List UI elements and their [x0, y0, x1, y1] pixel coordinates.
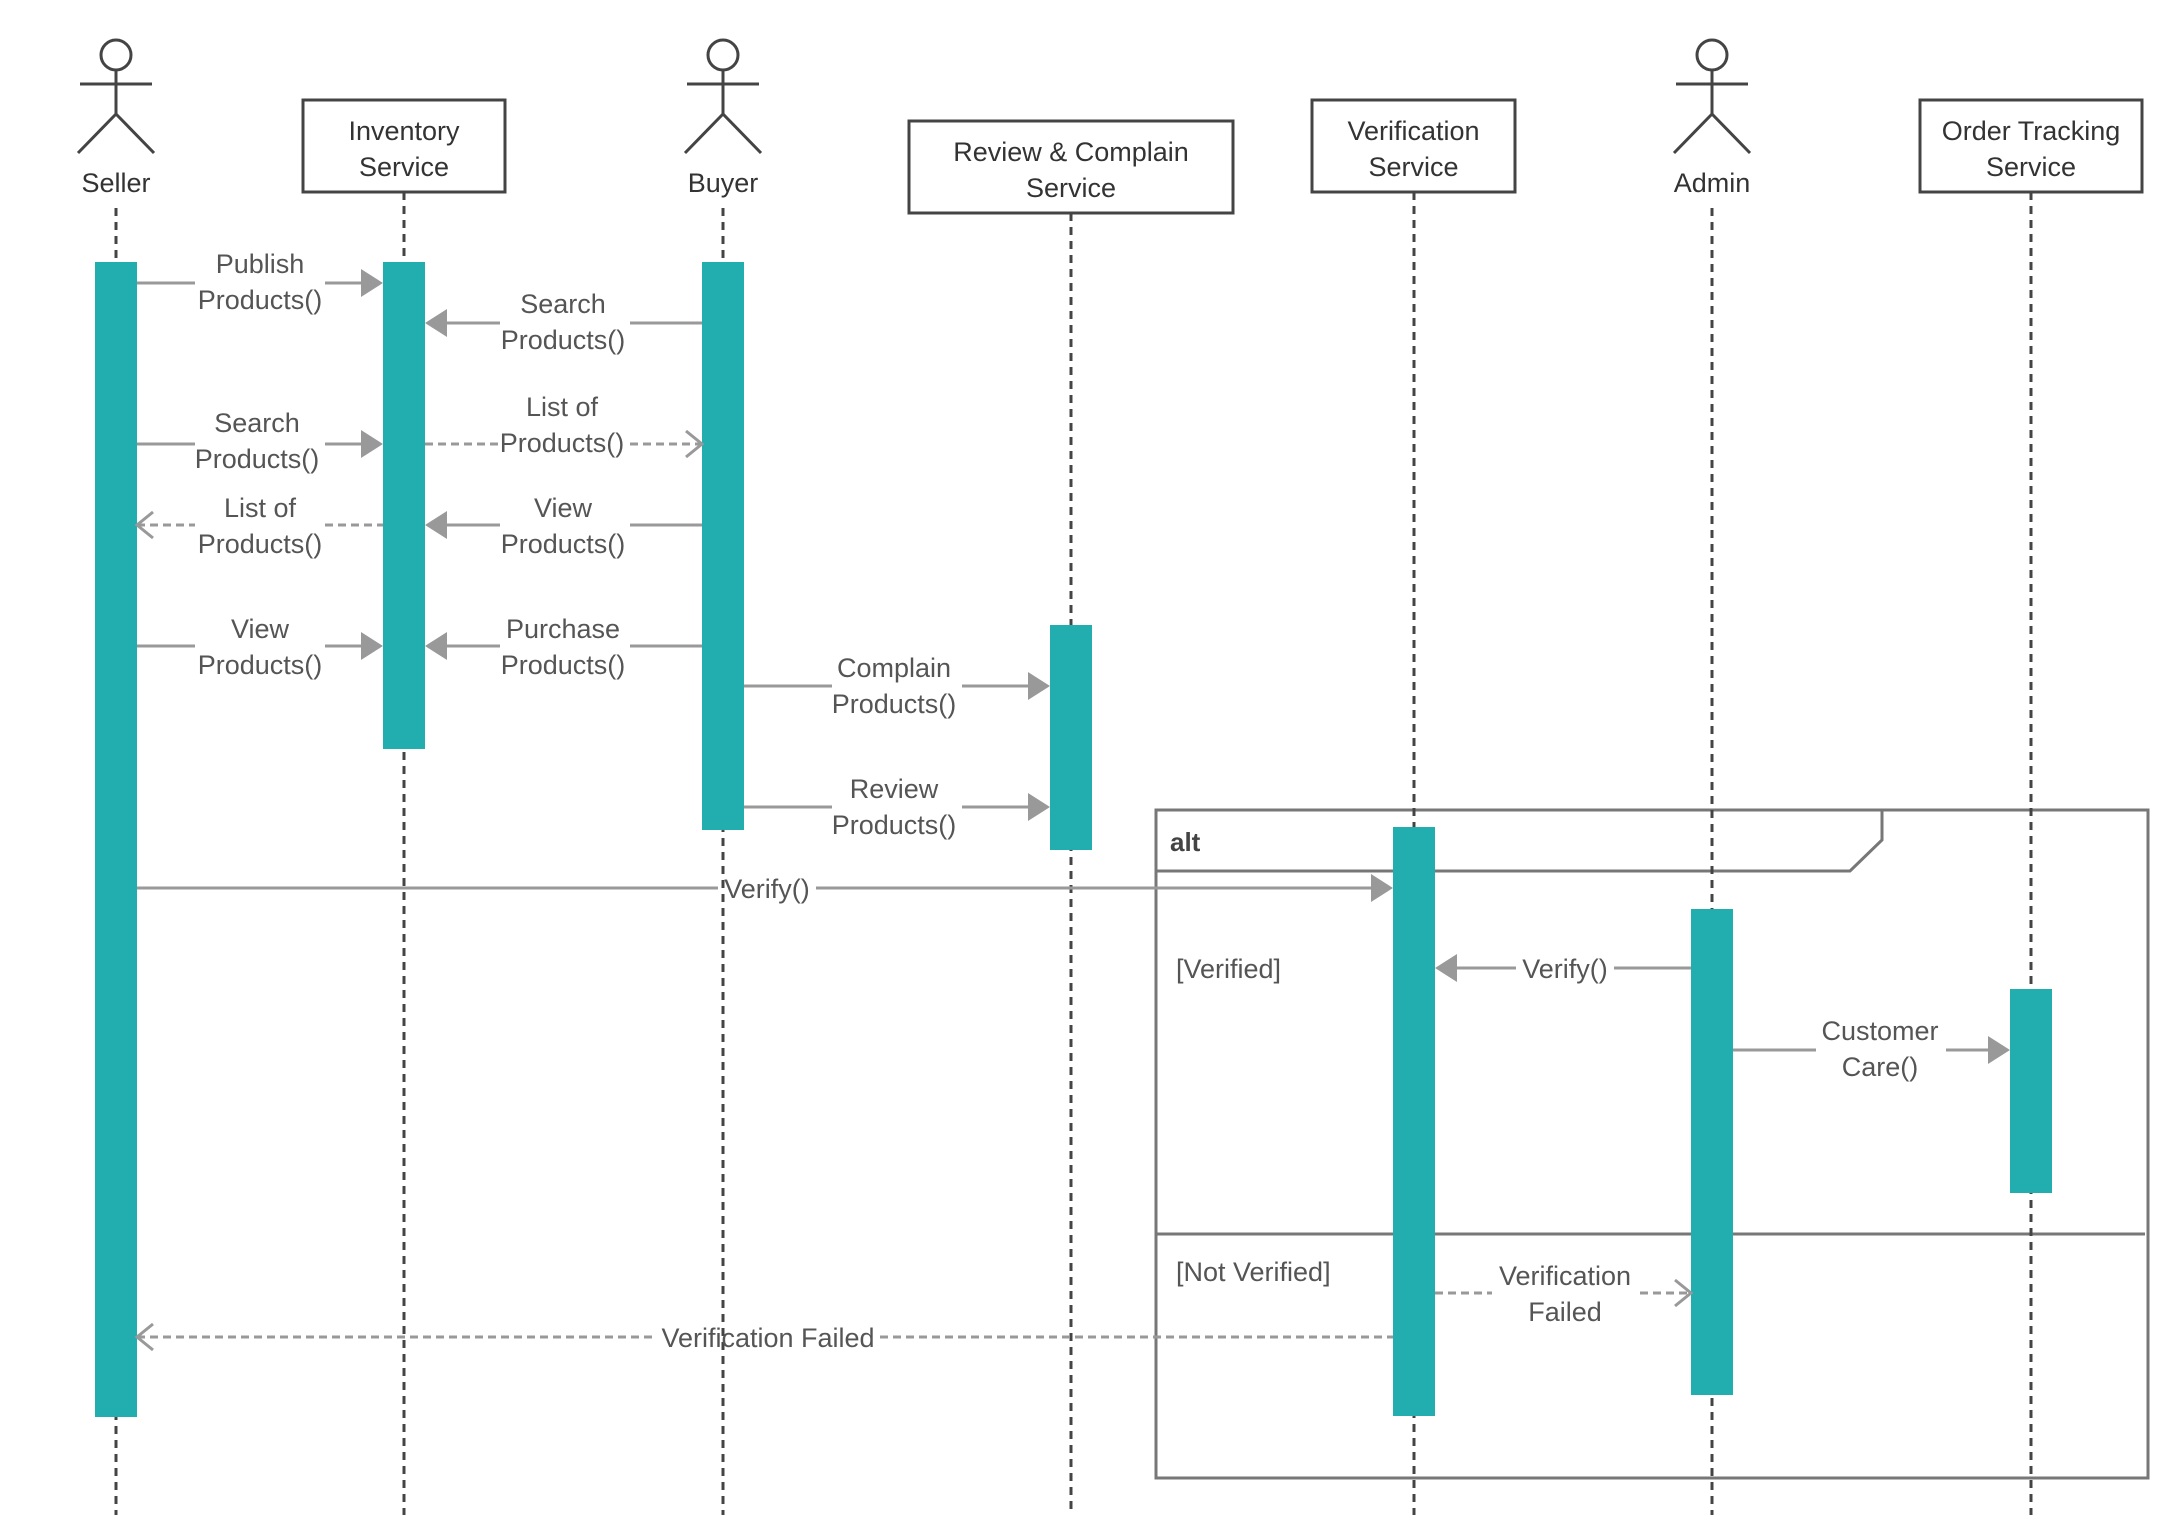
participant-box	[301, 98, 507, 194]
guard-verified: [Verified]	[1176, 954, 1281, 984]
participant-label: Service	[1986, 152, 2076, 182]
fragment-tab	[1156, 810, 1884, 873]
participant-box	[1918, 98, 2144, 194]
messages: PublishProducts()SearchProducts()SearchP…	[134, 249, 2010, 1353]
message-label: Purchase	[506, 614, 620, 644]
message-label: Search	[520, 289, 606, 319]
message-label: Review	[850, 774, 939, 804]
activation-bar-tracking	[2010, 989, 2052, 1193]
activation-bar-seller	[95, 262, 137, 1417]
message-verification-failed: Verification Failed	[134, 1322, 1393, 1353]
message-label: Products()	[198, 285, 323, 315]
message-list-of-products: List of Products()	[425, 392, 705, 459]
activation-bars	[95, 262, 2052, 1417]
filled-arrowhead	[1028, 793, 1050, 821]
participant-label: Order Tracking	[1942, 116, 2121, 146]
message-label: List of	[224, 493, 297, 523]
fragment-operator: alt	[1170, 827, 1201, 857]
filled-arrowhead	[361, 269, 383, 297]
participant-label: Service	[1368, 152, 1458, 182]
participant-label: Inventory	[348, 116, 460, 146]
message-label: Products()	[832, 689, 957, 719]
participant-label: Admin	[1674, 168, 1751, 198]
message-label: Failed	[1528, 1297, 1602, 1327]
message-label: Products()	[198, 529, 323, 559]
alt-fragment: alt [Verified] [Not Verified]	[1154, 808, 2150, 1480]
participant-admin: Admin	[1672, 38, 1752, 198]
participant-label: Buyer	[688, 168, 759, 198]
activation-bar-inventory	[383, 262, 425, 749]
open-arrowhead	[685, 429, 705, 459]
message-verify: Verify()	[1435, 954, 1691, 984]
actor-icon	[1672, 38, 1752, 155]
message-label: Products()	[832, 810, 957, 840]
message-label: Verification Failed	[661, 1323, 874, 1353]
participant-buyer: Buyer	[683, 38, 763, 198]
participant-box	[907, 119, 1235, 215]
message-label: Care()	[1842, 1052, 1919, 1082]
filled-arrowhead	[361, 632, 383, 660]
message-label: Products()	[501, 529, 626, 559]
filled-arrowhead	[425, 309, 447, 337]
open-arrowhead	[134, 510, 154, 540]
participant-label: Service	[359, 152, 449, 182]
message-label: Products()	[501, 650, 626, 680]
message-label: Products()	[500, 428, 625, 458]
open-arrowhead	[134, 1322, 154, 1352]
filled-arrowhead	[1371, 874, 1393, 902]
activation-bar-review	[1050, 625, 1092, 850]
message-label: Complain	[837, 653, 951, 683]
participant-label: Service	[1026, 173, 1116, 203]
message-label: View	[231, 614, 290, 644]
message-label: Publish	[216, 249, 305, 279]
actor-icon	[683, 38, 763, 155]
participant-label: Review & Complain	[953, 137, 1189, 167]
activation-bar-buyer	[702, 262, 744, 830]
message-label: List of	[526, 392, 599, 422]
message-label: Customer	[1821, 1016, 1938, 1046]
message-label: Products()	[195, 444, 320, 474]
activation-bar-admin	[1691, 909, 1733, 1395]
open-arrowhead	[1674, 1278, 1694, 1308]
fragment-border	[1154, 808, 2150, 1480]
message-label: View	[534, 493, 593, 523]
message-label: Verify()	[1522, 954, 1608, 984]
filled-arrowhead	[425, 632, 447, 660]
participant-seller: Seller	[76, 38, 156, 198]
participant-label: Verification	[1347, 116, 1479, 146]
message-label: Verify()	[724, 874, 810, 904]
filled-arrowhead	[425, 511, 447, 539]
message-label: Verification	[1499, 1261, 1631, 1291]
actor-icon	[76, 38, 156, 155]
message-label: Products()	[501, 325, 626, 355]
activation-bar-verification	[1393, 827, 1435, 1416]
message-label: Products()	[198, 650, 323, 680]
message-verify: Verify()	[137, 874, 1393, 904]
guard-not-verified: [Not Verified]	[1176, 1257, 1331, 1287]
filled-arrowhead	[1028, 672, 1050, 700]
participant-label: Seller	[81, 168, 150, 198]
message-label: Search	[214, 408, 300, 438]
participant-box	[1310, 98, 1517, 194]
filled-arrowhead	[1435, 954, 1457, 982]
message-list-of-products: List of Products()	[134, 493, 383, 559]
filled-arrowhead	[361, 430, 383, 458]
filled-arrowhead	[1988, 1036, 2010, 1064]
